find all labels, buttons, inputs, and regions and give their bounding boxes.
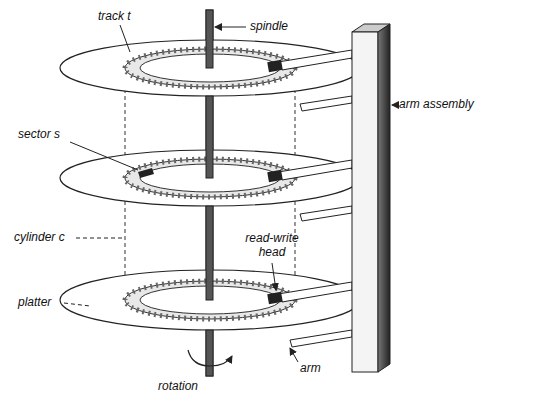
cylinder-label: cylinder c: [14, 231, 65, 245]
track-label: track t: [98, 10, 131, 24]
head-label: read-write head: [236, 232, 308, 260]
spindle-label: spindle: [250, 20, 288, 34]
arm-label: arm: [300, 362, 321, 376]
platter-label: platter: [18, 296, 51, 310]
sector-label: sector s: [18, 128, 60, 142]
rotation-label: rotation: [158, 380, 198, 394]
arm-assembly-label: arm assembly: [399, 98, 474, 112]
